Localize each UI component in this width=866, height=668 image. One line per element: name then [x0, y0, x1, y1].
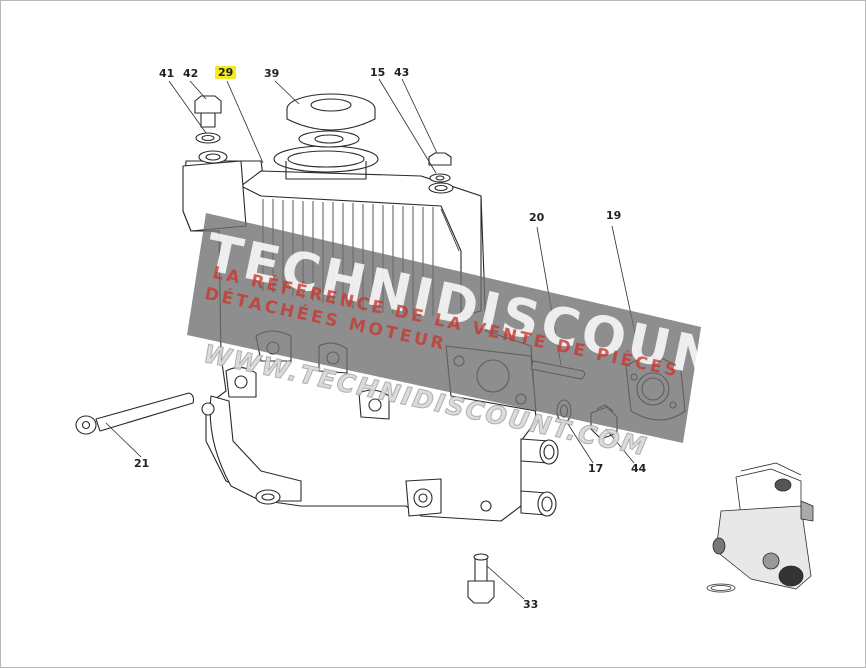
watermark-band — [187, 213, 701, 443]
callout-33: 33 — [523, 598, 539, 611]
assembly-thumbnail — [706, 462, 814, 593]
callout-20: 20 — [529, 211, 545, 224]
callout-41: 41 — [159, 67, 175, 80]
callout-43: 43 — [394, 66, 410, 79]
callout-29-highlighted: 29 — [215, 66, 237, 79]
screw-part-33 — [474, 556, 488, 582]
callout-42: 42 — [183, 67, 199, 80]
callout-39: 39 — [264, 67, 280, 80]
side-cover — [209, 395, 302, 502]
bolt-part-43 — [428, 152, 452, 166]
callout-17: 17 — [588, 462, 604, 475]
callout-19: 19 — [606, 209, 622, 222]
callout-15: 15 — [370, 66, 386, 79]
bolt-part-42 — [194, 95, 222, 114]
callout-44: 44 — [631, 462, 647, 475]
long-bolt-part-21 — [95, 392, 195, 432]
callout-21: 21 — [134, 457, 150, 470]
